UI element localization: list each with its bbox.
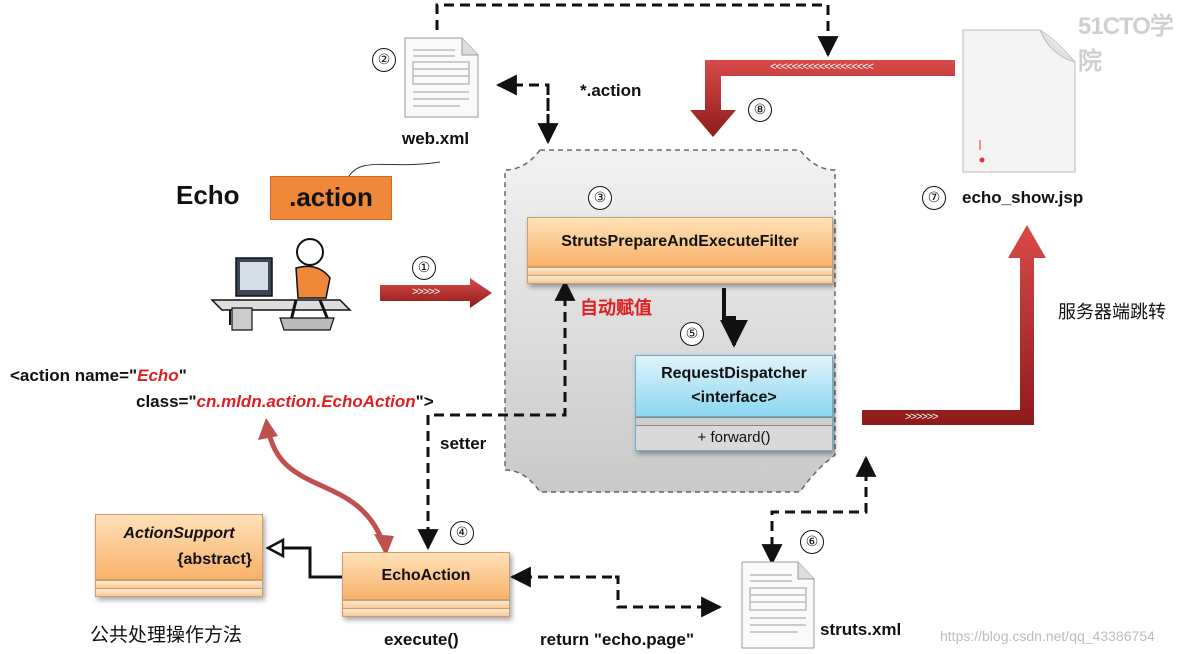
- echo-show-jsp-label: echo_show.jsp: [962, 188, 1084, 207]
- action-support-name: ActionSupport: [123, 525, 235, 542]
- logo-watermark: 51CTO学院: [1078, 13, 1174, 75]
- request-dispatcher-name: RequestDispatcher: [661, 365, 807, 382]
- struts-xml-label: struts.xml: [820, 620, 902, 639]
- action-class-prefix: class=": [136, 392, 197, 411]
- action-config-suffix1: ": [178, 366, 187, 385]
- action-badge: .action: [270, 176, 392, 220]
- user-at-computer-illustration: [210, 238, 352, 331]
- request-dispatcher-title: RequestDispatcher <interface>: [636, 356, 832, 417]
- inheritance-arrow: [283, 546, 342, 579]
- step-8-label: ⑧: [748, 98, 772, 122]
- star-action-label: *.action: [580, 81, 642, 100]
- action-to-webxml-curve: [347, 161, 441, 179]
- step-2-label: ②: [372, 48, 396, 72]
- echo-action-attrs: [343, 600, 509, 608]
- action-config-suffix2: ">: [415, 392, 434, 411]
- footer-url: https://blog.csdn.net/qq_43386754: [940, 628, 1155, 644]
- server-redirect-arrow: [862, 225, 1046, 425]
- step-1-label: ①: [412, 256, 436, 280]
- action-class-value: cn.mldn.action.EchoAction: [196, 392, 416, 411]
- step-4-label: ④: [450, 521, 474, 545]
- common-methods-label: 公共处理操作方法: [90, 625, 243, 646]
- inheritance-triangle: [265, 537, 285, 559]
- struts-filter-box: StrutsPrepareAndExecuteFilter: [527, 217, 833, 284]
- struts-filter-methods: [528, 275, 832, 283]
- struts-xml-doc-icon: [741, 561, 815, 649]
- request-arrow-1: [380, 278, 492, 308]
- action-config-line2: class="cn.mldn.action.EchoAction">: [136, 392, 434, 412]
- struts-filter-attrs: [528, 267, 832, 275]
- action-support-stereotype: {abstract}: [177, 551, 252, 568]
- setter-dashed-arrow: [417, 280, 567, 551]
- action-config-line1: <action name="Echo": [10, 366, 187, 386]
- echo-action-box: EchoAction: [342, 552, 510, 617]
- struts-filter-title: StrutsPrepareAndExecuteFilter: [528, 218, 832, 267]
- step-6-label: ⑥: [800, 530, 824, 554]
- request-dispatcher-attrs: [636, 417, 832, 425]
- return-label: return "echo.page": [540, 630, 695, 649]
- action-support-box: ActionSupport {abstract}: [95, 514, 263, 597]
- action-name-value: Echo: [137, 366, 179, 385]
- struts-xml-dashed-arrow: [770, 455, 877, 563]
- arrow-1-text: >>>>>: [412, 286, 440, 298]
- filter-to-dispatcher-arrow: [720, 288, 748, 348]
- return-dashed-arrow: [615, 575, 723, 618]
- config-mapping-head-bottom: [374, 534, 394, 556]
- request-dispatcher-forward-method: + forward(): [636, 425, 832, 450]
- step-5-label: ⑤: [680, 322, 704, 346]
- request-dispatcher-box: RequestDispatcher <interface> + forward(…: [635, 355, 833, 451]
- top-dashed-path: [435, 3, 839, 58]
- step-7-label: ⑦: [922, 186, 946, 210]
- action-support-title: ActionSupport {abstract}: [96, 515, 262, 580]
- web-xml-dashed-arrow: [495, 74, 550, 140]
- arrow-8-text: <<<<<<<<<<<<<<<<<<<: [770, 61, 874, 73]
- echo-action-title: EchoAction: [343, 553, 509, 600]
- echo-show-jsp-doc-icon: [962, 29, 1076, 173]
- echo-label: Echo: [176, 180, 240, 210]
- setter-label: setter: [440, 434, 487, 453]
- step-3-label: ③: [588, 186, 612, 210]
- request-dispatcher-stereotype: <interface>: [691, 389, 777, 406]
- response-arrow-8: [690, 60, 955, 137]
- action-config-prefix: <action name=": [10, 366, 138, 385]
- execute-label: execute(): [384, 630, 459, 649]
- redirect-arrow-text: >>>>>>: [905, 411, 939, 423]
- config-mapping-head-top: [258, 418, 278, 440]
- action-support-methods: [96, 588, 262, 596]
- server-redirect-label: 服务器端跳转: [1058, 302, 1166, 322]
- echo-action-methods: [343, 608, 509, 616]
- web-xml-doc-icon: [404, 37, 479, 118]
- web-xml-label: web.xml: [402, 129, 470, 148]
- config-mapping-arrow: [265, 427, 388, 549]
- action-support-attrs: [96, 580, 262, 588]
- auto-assign-label: 自动赋值: [580, 298, 652, 318]
